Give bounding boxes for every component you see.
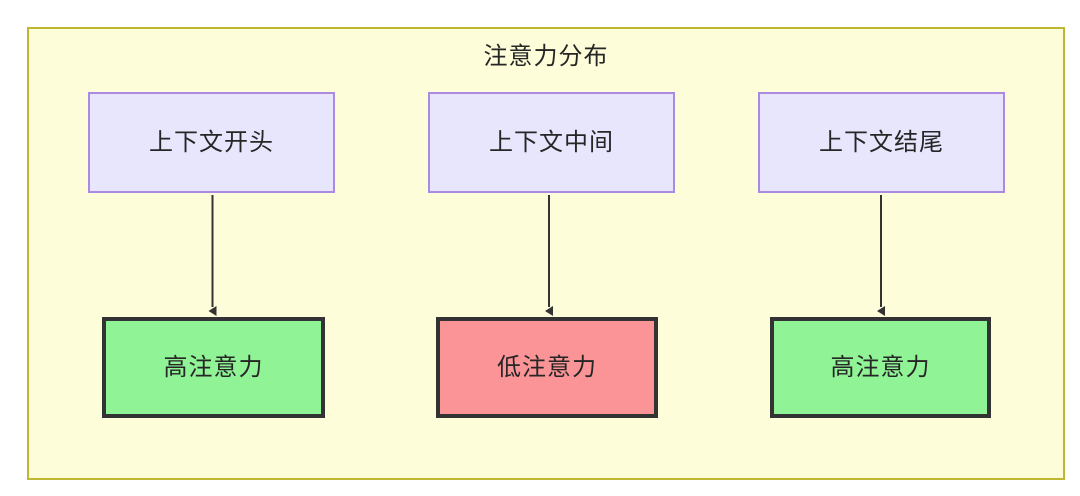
node-attention-high-end[interactable]: 高注意力	[770, 317, 991, 418]
node-context-end[interactable]: 上下文结尾	[758, 92, 1005, 193]
node-context-middle[interactable]: 上下文中间	[428, 92, 675, 193]
node-context-start[interactable]: 上下文开头	[88, 92, 335, 193]
node-label: 高注意力	[163, 353, 264, 381]
node-label: 上下文开头	[149, 128, 274, 156]
node-attention-low-middle[interactable]: 低注意力	[436, 317, 658, 418]
node-label: 低注意力	[497, 353, 597, 381]
node-label: 高注意力	[830, 353, 931, 381]
node-label: 上下文结尾	[819, 128, 944, 156]
node-attention-high-start[interactable]: 高注意力	[102, 317, 325, 418]
diagram-title: 注意力分布	[483, 43, 609, 70]
node-label: 上下文中间	[489, 128, 614, 156]
